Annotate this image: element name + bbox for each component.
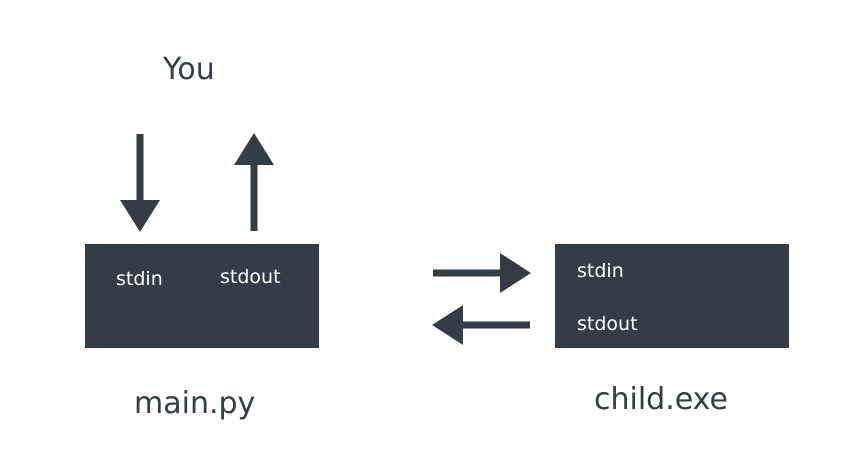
- left-arrow-icon: [432, 305, 530, 345]
- main-py-label: main.py: [134, 386, 256, 421]
- down-arrow-icon: [120, 134, 160, 232]
- you-label: You: [163, 52, 215, 87]
- main-process-box: stdin stdout: [85, 244, 319, 348]
- up-arrow-icon: [234, 133, 274, 231]
- child-stdin-label: stdin: [577, 260, 624, 282]
- child-exe-label: child.exe: [594, 382, 728, 417]
- child-stdout-label: stdout: [577, 313, 638, 335]
- main-stdout-label: stdout: [220, 266, 281, 288]
- right-arrow-icon: [433, 253, 531, 293]
- child-process-box: stdin stdout: [555, 244, 789, 348]
- main-stdin-label: stdin: [116, 268, 163, 290]
